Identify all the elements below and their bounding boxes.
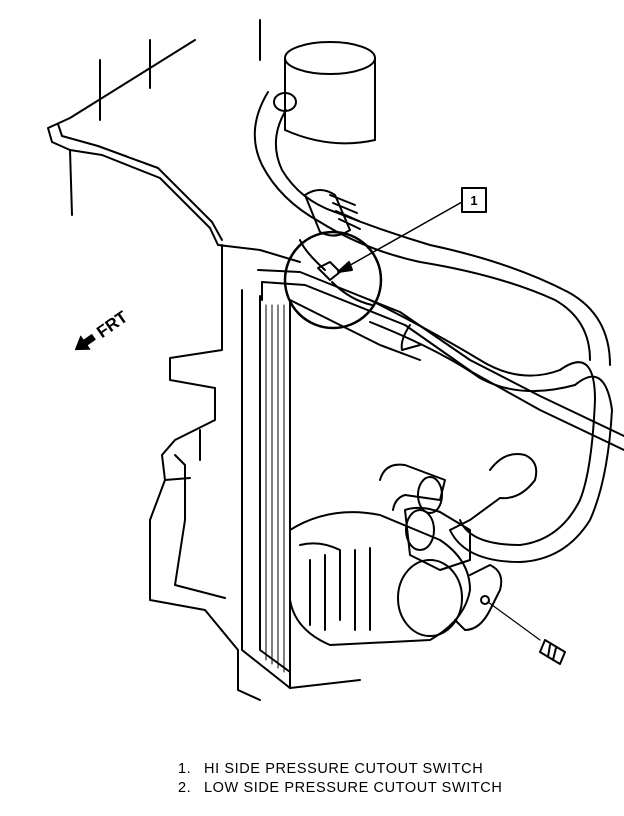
detail-circle: [283, 230, 383, 330]
legend-item: 2. LOW SIDE PRESSURE CUTOUT SWITCH: [178, 779, 618, 798]
mounting-bolt: [487, 601, 566, 665]
accumulator: [284, 41, 376, 145]
leader-arrowhead: [337, 261, 353, 273]
legend-item: 1. HI SIDE PRESSURE CUTOUT SWITCH: [178, 760, 618, 779]
refrigerant-hoses: [253, 91, 613, 563]
frt-label: FRT: [93, 307, 131, 342]
compressor: [289, 511, 503, 646]
ac-switch-location-diagram: 1 FRT: [47, 19, 624, 701]
low-side-cutout-switch: [379, 463, 471, 571]
fender-panel: [47, 19, 301, 263]
legend: 1. HI SIDE PRESSURE CUTOUT SWITCH 2. LOW S…: [178, 760, 618, 798]
legend-item-number: 2.: [178, 780, 192, 796]
inner-fender: [149, 244, 261, 701]
front-direction-arrow: FRT: [74, 307, 132, 351]
condenser: [241, 289, 421, 689]
callout-number: 1: [470, 193, 477, 208]
hi-side-switch: [299, 239, 373, 306]
callout-leader: [337, 201, 463, 273]
callout-box: 1: [461, 187, 487, 213]
radiator-support: [257, 269, 624, 451]
legend-item-text: LOW SIDE PRESSURE CUTOUT SWITCH: [204, 780, 503, 796]
legend-item-number: 1.: [178, 761, 192, 777]
legend-item-text: HI SIDE PRESSURE CUTOUT SWITCH: [204, 761, 484, 777]
